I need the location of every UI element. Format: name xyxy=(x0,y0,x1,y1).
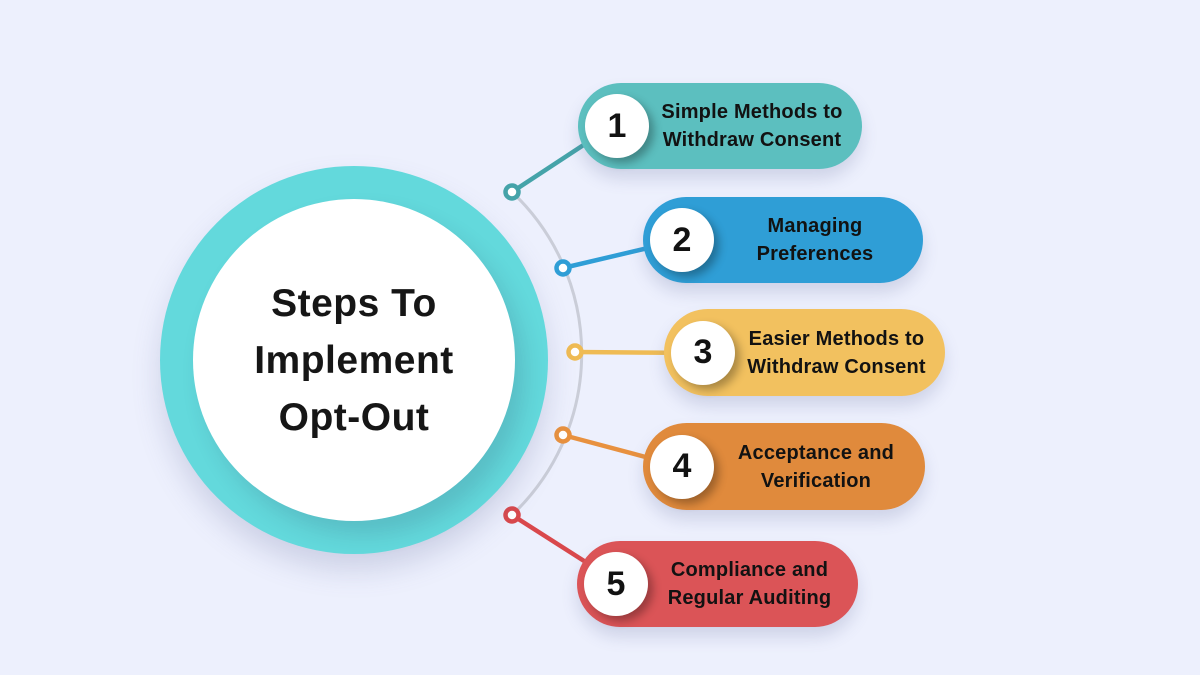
step-label-4-line-2: Verification xyxy=(760,469,872,492)
step-label-2-line-2: Preferences xyxy=(756,243,874,265)
connector-node-2 xyxy=(554,259,572,277)
connector-node-1 xyxy=(503,183,521,201)
step-pill-1: 1 Simple Methods to Withdraw Consent xyxy=(578,83,862,169)
center-title-line-1: Steps To xyxy=(271,281,437,325)
connector-node-3 xyxy=(566,343,584,361)
step-number-3: 3 xyxy=(671,320,735,385)
center-circle: Steps To Implement Opt-Out xyxy=(193,199,515,521)
step-label-3-line-1: Easier Methods to xyxy=(748,327,925,350)
step-label-3-line-2: Withdraw Consent xyxy=(747,355,926,378)
step-pill-5: 5 Compliance and Regular Auditing xyxy=(577,541,858,627)
step-label-5-line-1: Compliance and xyxy=(670,559,829,581)
center-circle-ring: Steps To Implement Opt-Out xyxy=(160,166,548,554)
step-label-1-line-2: Withdraw Consent xyxy=(662,129,842,151)
step-pill-3: 3 Easier Methods to Withdraw Consent xyxy=(664,309,945,396)
step-label-3: Easier Methods to Withdraw Consent xyxy=(736,325,937,381)
step-number-2: 2 xyxy=(650,208,714,272)
step-number-5: 5 xyxy=(584,552,648,616)
step-number-1: 1 xyxy=(585,94,649,158)
step-label-5-line-2: Regular Auditing xyxy=(667,587,832,609)
center-title-line-3: Opt-Out xyxy=(278,395,430,439)
step-label-5: Compliance and Regular Auditing xyxy=(649,556,850,612)
connector-node-5 xyxy=(503,506,521,524)
step-label-2: Managing Preferences xyxy=(715,212,915,268)
connector-node-4 xyxy=(554,426,572,444)
step-label-4-line-1: Acceptance and xyxy=(737,441,895,464)
step-number-4: 4 xyxy=(650,434,714,499)
step-label-1-line-1: Simple Methods to xyxy=(661,101,843,123)
step-label-2-line-1: Managing xyxy=(767,215,863,237)
center-title-line-2: Implement xyxy=(254,338,454,382)
step-pill-2: 2 Managing Preferences xyxy=(643,197,923,283)
step-label-1: Simple Methods to Withdraw Consent xyxy=(650,98,854,154)
step-pill-4: 4 Acceptance and Verification xyxy=(643,423,925,510)
step-label-4: Acceptance and Verification xyxy=(715,439,917,495)
